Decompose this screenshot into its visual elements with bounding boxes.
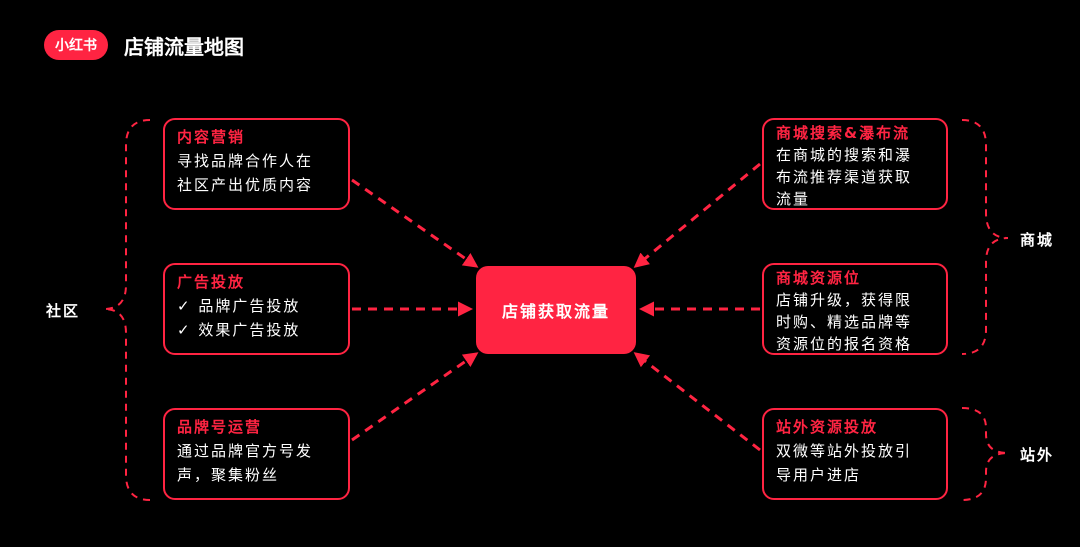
box-mall-resource: 商城资源位 店铺升级，获得限 时购、精选品牌等 资源位的报名资格: [762, 263, 948, 355]
left-brace: [103, 119, 151, 501]
group-label-offsite: 站外: [1020, 446, 1055, 464]
box-brand-account-title: 品牌号运营: [177, 418, 263, 436]
box-offsite-title: 站外资源投放: [776, 418, 879, 436]
arrow-brand-account: [351, 352, 479, 442]
right-brace-mall: [961, 119, 1009, 355]
arrow-content-marketing: [351, 178, 479, 268]
box-ad-placement-title: 广告投放: [177, 273, 246, 291]
center-node: 店铺获取流量: [476, 266, 636, 354]
arrow-mall-search: [633, 162, 761, 268]
box-brand-account-line: 声，聚集粉丝: [177, 466, 280, 484]
box-mall-resource-line: 资源位的报名资格: [776, 335, 913, 353]
box-brand-account-line: 通过品牌官方号发: [177, 442, 314, 460]
box-content-marketing: 内容营销 寻找品牌合作人在 社区产出优质内容: [163, 118, 350, 210]
right-brace-offsite: [961, 407, 1009, 501]
box-mall-resource-title: 商城资源位: [776, 269, 862, 287]
box-ad-placement-line: ✓ 效果广告投放: [177, 321, 301, 339]
box-content-marketing-title: 内容营销: [177, 128, 246, 146]
box-ad-placement-line: ✓ 品牌广告投放: [177, 297, 301, 315]
group-label-community: 社区: [46, 302, 81, 320]
box-mall-search-title: 商城搜索&瀑布流: [776, 124, 911, 142]
box-ad-placement: 广告投放 ✓ 品牌广告投放 ✓ 效果广告投放: [163, 263, 350, 355]
box-offsite-line: 双微等站外投放引: [776, 442, 913, 460]
box-mall-search-line: 流量: [776, 190, 811, 208]
box-content-marketing-line: 社区产出优质内容: [177, 176, 314, 194]
box-offsite: 站外资源投放 双微等站外投放引 导用户进店: [762, 408, 948, 500]
group-label-mall: 商城: [1020, 231, 1055, 249]
box-mall-resource-line: 店铺升级，获得限: [776, 291, 913, 309]
xiaohongshu-logo: 小红书: [44, 30, 108, 60]
arrow-offsite: [633, 352, 761, 452]
box-brand-account: 品牌号运营 通过品牌官方号发 声，聚集粉丝: [163, 408, 350, 500]
page-title: 店铺流量地图: [124, 35, 244, 59]
box-offsite-line: 导用户进店: [776, 466, 862, 484]
box-mall-search-line: 布流推荐渠道获取: [776, 168, 913, 186]
box-mall-resource-line: 时购、精选品牌等: [776, 313, 913, 331]
box-mall-search-line: 在商城的搜索和瀑: [776, 146, 913, 164]
box-content-marketing-line: 寻找品牌合作人在: [177, 152, 314, 170]
box-mall-search: 商城搜索&瀑布流 在商城的搜索和瀑 布流推荐渠道获取 流量: [762, 118, 948, 210]
